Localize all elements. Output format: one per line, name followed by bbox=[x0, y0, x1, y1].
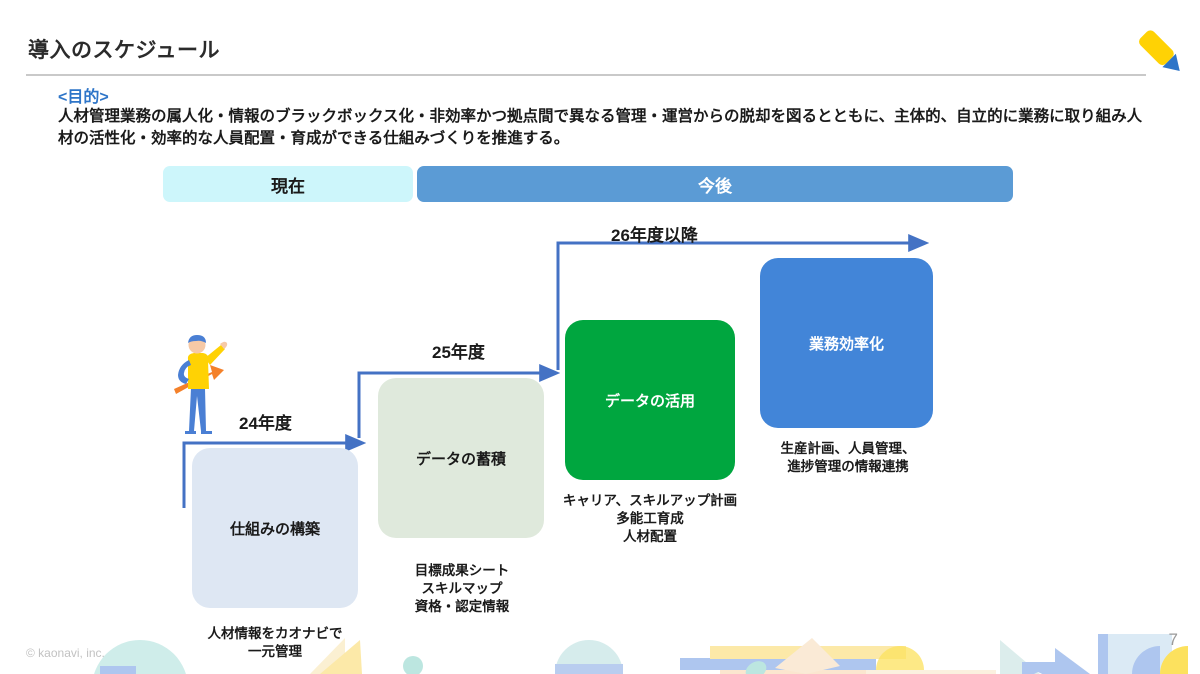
year-label-24: 24年度 bbox=[239, 414, 292, 433]
person-pointing-illustration bbox=[174, 335, 228, 434]
stage-caption-accumulate: 目標成果シート スキルマップ 資格・認定情報 bbox=[414, 563, 510, 614]
stage-box-efficiency: 業務効率化 bbox=[760, 258, 933, 428]
stage-title-accumulate: データの蓄積 bbox=[415, 450, 506, 468]
purpose-heading: <目的> bbox=[58, 89, 109, 106]
stage-caption-efficiency: 生産計画、人員管理、 進捗管理の情報連携 bbox=[780, 441, 916, 474]
stage-title-build: 仕組みの構築 bbox=[229, 520, 320, 538]
stage-box-build: 仕組みの構築 bbox=[192, 448, 358, 608]
stage-caption-utilize: キャリア、スキルアップ計画 多能工育成 人材配置 bbox=[562, 493, 738, 544]
stage-title-efficiency: 業務効率化 bbox=[808, 335, 884, 353]
stage-box-accumulate: データの蓄積 bbox=[378, 378, 544, 538]
year-label-26: 26年度以降 bbox=[611, 226, 698, 245]
copyright-text: © kaonavi, inc. bbox=[26, 646, 105, 660]
year-label-25: 25年度 bbox=[432, 343, 485, 362]
page-title: 導入のスケジュール bbox=[28, 39, 221, 62]
stage-title-utilize: データの活用 bbox=[604, 392, 695, 410]
banner-current: 現在 bbox=[163, 166, 413, 202]
purpose-body: 人材管理業務の属人化・情報のブラックボックス化・非効率かつ拠点間で異なる管理・運… bbox=[58, 108, 1143, 148]
stage-box-utilize: データの活用 bbox=[565, 320, 735, 480]
banner-future: 今後 bbox=[417, 166, 1013, 202]
banner-future-label: 今後 bbox=[698, 176, 732, 196]
title-divider bbox=[26, 74, 1146, 76]
stage-caption-build: 人材情報をカオナビで 一元管理 bbox=[207, 626, 343, 659]
pencil-icon bbox=[1139, 30, 1180, 72]
banner-current-label: 現在 bbox=[271, 176, 305, 196]
page-number: 7 bbox=[1168, 630, 1178, 649]
